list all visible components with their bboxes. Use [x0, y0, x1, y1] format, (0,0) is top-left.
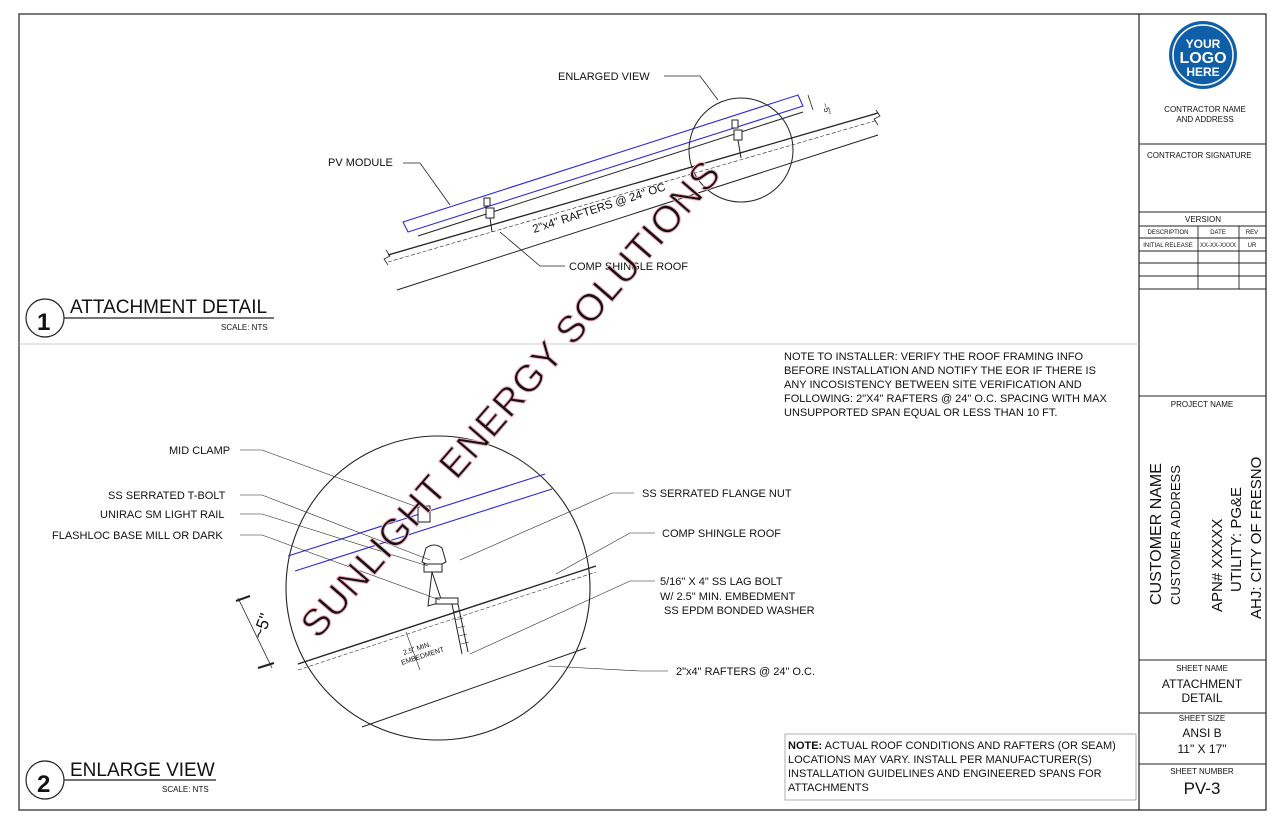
t-bolt-label: SS SERRATED T-BOLT — [108, 490, 226, 502]
attachment-detail-drawing: ~5" 2"x4" RAFTERS @ 24" OC ENLARGED VIEW… — [328, 71, 881, 291]
pv-module-shape — [402, 94, 804, 233]
sheet-number-label: SHEET NUMBER — [1170, 767, 1234, 776]
enlarged-view-circle — [688, 97, 794, 203]
enlarge-view-circle — [285, 435, 591, 741]
logo-badge — [1169, 21, 1237, 89]
contractor-signature-label: CONTRACTOR SIGNATURE — [1147, 151, 1252, 160]
pv-module-label: PV MODULE — [328, 157, 393, 169]
svg-text:ATTACHMENTS: ATTACHMENTS — [788, 782, 869, 794]
sheet-border — [18, 13, 1267, 811]
svg-text:BEFORE INSTALLATION AND NOTIFY: BEFORE INSTALLATION AND NOTIFY THE EOR I… — [784, 365, 1096, 377]
contractor-name-line-1: CONTRACTOR NAME — [1164, 105, 1246, 114]
sheet-size-line-2: 11" X 17" — [1178, 742, 1227, 756]
sheet-size-line-1: ANSI B — [1182, 726, 1221, 740]
comp-shingle-label-1: COMP SHINGLE ROOF — [569, 261, 688, 273]
project-customer-name: CUSTOMER NAME — [1148, 463, 1165, 605]
rafters-label-2: 2"x4" RAFTERS @ 24" O.C. — [676, 666, 815, 678]
svg-text:LOCATIONS MAY VARY. INSTALL PE: LOCATIONS MAY VARY. INSTALL PER MANUFACT… — [788, 754, 1092, 766]
detail-2-number: 2 — [37, 771, 50, 798]
flange-nut-label: SS SERRATED FLANGE NUT — [642, 488, 792, 500]
mid-clamp-label: MID CLAMP — [169, 445, 230, 457]
comp-shingle-label-2: COMP SHINGLE ROOF — [662, 528, 781, 540]
sheet-name-line-1: ATTACHMENT — [1162, 677, 1243, 691]
detail-1-scale: SCALE: NTS — [221, 323, 268, 332]
detail-1-title: ATTACHMENT DETAIL — [70, 297, 267, 318]
svg-text:NOTE TO INSTALLER: VERIFY THE: NOTE TO INSTALLER: VERIFY THE ROOF FRAMI… — [784, 351, 1084, 363]
project-customer-address: CUSTOMER ADDRESS — [1168, 465, 1183, 605]
svg-text:FOLLOWING: 2"X4" RAFTERS @ 24: FOLLOWING: 2"X4" RAFTERS @ 24" O.C. SPAC… — [784, 393, 1107, 405]
detail-1-title-block: 1 ATTACHMENT DETAIL SCALE: NTS — [25, 297, 274, 338]
watermark: SUNLIGHT ENERGY SOLUTIONS — [293, 153, 729, 646]
svg-text:HERE: HERE — [1186, 65, 1219, 79]
detail-2-title: ENLARGE VIEW — [70, 760, 215, 781]
svg-text:INSTALLATION GUIDELINES AND EN: INSTALLATION GUIDELINES AND ENGINEERED S… — [788, 768, 1102, 780]
sheet-name-line-2: DETAIL — [1181, 691, 1222, 705]
sheet-size-label: SHEET SIZE — [1179, 714, 1226, 723]
contractor-name-line-2: AND ADDRESS — [1176, 115, 1233, 124]
svg-text:DATE: DATE — [1210, 230, 1226, 236]
bottom-note: NOTE: ACTUAL ROOF CONDITIONS AND RAFTERS… — [784, 733, 1137, 801]
rail-label: UNIRAC SM LIGHT RAIL — [100, 509, 225, 521]
sheet-number: PV-3 — [1184, 779, 1221, 798]
project-ahj: AHJ: CITY OF FRESNO — [1248, 457, 1265, 619]
svg-text:YOUR: YOUR — [1186, 37, 1221, 51]
enlarge-view-drawing: 2.5" MIN. EMBEDMENT ~5" MID CLAMP SS SER… — [52, 435, 815, 741]
version-title: VERSION — [1185, 215, 1221, 224]
svg-text:UNSUPPORTED SPAN EQUAL OR LESS: UNSUPPORTED SPAN EQUAL OR LESS THAN 10 F… — [784, 407, 1057, 419]
project-utility: UTILITY: PG&E — [1228, 487, 1245, 592]
title-block: YOUR LOGO HERE CONTRACTOR NAME AND ADDRE… — [1139, 21, 1266, 798]
svg-text:LOGO: LOGO — [1179, 50, 1226, 67]
dim-label-2: ~5" — [249, 611, 276, 641]
detail-2-title-block: 2 ENLARGE VIEW SCALE: NTS — [25, 760, 216, 800]
svg-text:ANY INCOSISTENCY BETWEEN SITE: ANY INCOSISTENCY BETWEEN SITE VERIFICATI… — [784, 379, 1082, 391]
installer-note: NOTE TO INSTALLER: VERIFY THE ROOF FRAMI… — [784, 351, 1107, 419]
svg-text:DESCRIPTION: DESCRIPTION — [1147, 230, 1188, 236]
lag-bolt-line-3: SS EPDM BONDED WASHER — [664, 605, 815, 617]
svg-text:XX-XX-XXXX: XX-XX-XXXX — [1200, 243, 1236, 249]
lag-bolt-line-1: 5/16" X 4" SS LAG BOLT — [660, 576, 783, 588]
dim-label-1: ~5" — [820, 102, 832, 116]
svg-text:INITIAL RELEASE: INITIAL RELEASE — [1143, 243, 1192, 249]
sheet-name-label: SHEET NAME — [1176, 664, 1228, 673]
svg-text:NOTE: ACTUAL ROOF CONDITIONS A: NOTE: ACTUAL ROOF CONDITIONS AND RAFTERS… — [788, 740, 1116, 752]
flashloc-label: FLASHLOC BASE MILL OR DARK — [52, 530, 223, 542]
project-apn: APN# XXXXX — [1209, 519, 1226, 612]
enlarged-view-label: ENLARGED VIEW — [558, 71, 650, 83]
detail-1-number: 1 — [37, 309, 50, 336]
detail-2-scale: SCALE: NTS — [162, 785, 209, 794]
lag-bolt-line-2: W/ 2.5" MIN. EMBEDMENT — [660, 591, 796, 603]
svg-text:UR: UR — [1248, 243, 1257, 249]
project-name-label: PROJECT NAME — [1171, 400, 1234, 409]
svg-text:REV: REV — [1246, 230, 1258, 236]
